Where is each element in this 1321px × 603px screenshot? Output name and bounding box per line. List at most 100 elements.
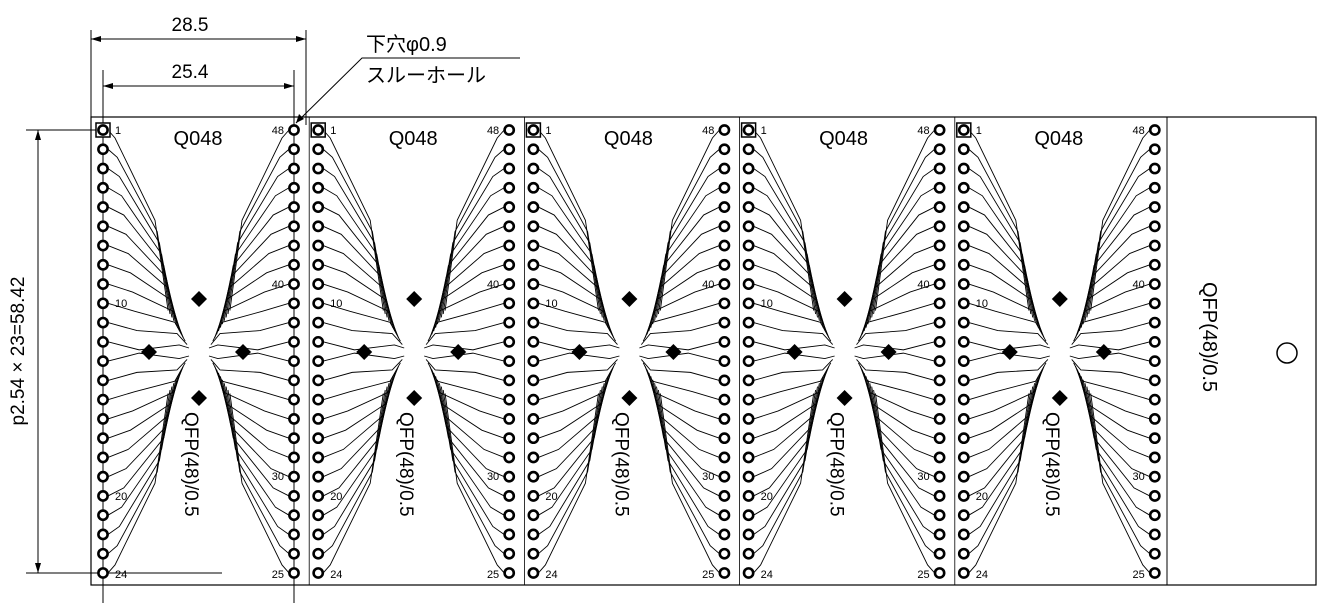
pin-label: 30 (487, 471, 499, 483)
trace (1069, 341, 1150, 351)
pin-label: 25 (272, 569, 284, 581)
trace (227, 148, 290, 315)
trace (229, 129, 290, 311)
pad (1148, 567, 1161, 579)
pin-label: 10 (976, 298, 988, 310)
pad (503, 201, 516, 213)
fiducial-mark (836, 291, 853, 307)
trace (968, 393, 1030, 574)
pad (742, 567, 755, 579)
pad (933, 355, 946, 368)
trace (646, 264, 720, 335)
trace (322, 386, 388, 535)
trace (753, 129, 815, 311)
trace (323, 376, 394, 478)
trace (857, 302, 935, 342)
trace (322, 379, 392, 497)
pad (312, 490, 325, 502)
pad (742, 393, 755, 406)
pad (312, 335, 325, 348)
pad (1148, 181, 1161, 194)
pin-label: 30 (702, 471, 714, 483)
pad (742, 451, 755, 464)
trace (856, 322, 935, 345)
trace (433, 372, 505, 458)
trace (968, 386, 1034, 535)
module-title: Q048 (1034, 128, 1083, 150)
pad (503, 393, 516, 406)
pin-label: 10 (761, 298, 773, 310)
trace (322, 168, 388, 318)
pad (527, 143, 540, 156)
fiducial-mark (406, 291, 423, 307)
trace (227, 389, 290, 555)
pad (933, 181, 946, 194)
pad (957, 162, 970, 175)
fiducial-mark (665, 344, 682, 360)
trace (753, 264, 828, 335)
pad (742, 181, 755, 194)
trace (538, 389, 601, 555)
trace (440, 386, 505, 535)
pad (933, 297, 946, 310)
pad (718, 509, 731, 522)
trace (225, 168, 290, 318)
module-title: Q048 (819, 128, 868, 150)
pad (288, 239, 300, 252)
pin-label: 30 (272, 471, 284, 483)
pin-label: 24 (761, 569, 773, 581)
pin-label: 30 (1133, 471, 1145, 483)
trace (425, 322, 505, 345)
trace (859, 283, 935, 338)
trace (538, 168, 603, 318)
pad (1148, 335, 1161, 348)
pad (1148, 258, 1161, 271)
trace (753, 389, 817, 555)
module-title: Q048 (604, 128, 653, 150)
pad (742, 470, 755, 483)
trace (229, 393, 290, 574)
trace (753, 352, 835, 362)
trace (216, 264, 290, 335)
trace (657, 148, 720, 315)
trace (107, 362, 186, 401)
pad (527, 547, 540, 560)
trace (639, 352, 720, 362)
pad (527, 490, 540, 502)
pad (97, 124, 109, 136)
pad (718, 201, 731, 213)
trace-group (322, 129, 505, 574)
trace (753, 302, 832, 342)
pad (527, 355, 540, 368)
fiducial-mark (571, 344, 588, 360)
pad (957, 355, 970, 368)
pad (527, 124, 540, 136)
pad (957, 567, 970, 579)
trace (107, 129, 169, 311)
trace (968, 168, 1034, 318)
trace (538, 129, 599, 311)
pad (957, 239, 970, 252)
pad (933, 162, 946, 175)
fiducial-mark (356, 344, 373, 360)
pad (503, 374, 516, 387)
pad (312, 124, 325, 136)
pad (1148, 239, 1161, 252)
trace (538, 379, 607, 497)
trace (1090, 393, 1151, 574)
pad (527, 162, 540, 175)
pad (288, 220, 300, 233)
pad (97, 220, 109, 233)
pad (312, 181, 325, 194)
trace (438, 383, 505, 516)
pad (503, 124, 516, 136)
pad (312, 432, 325, 445)
pin-label: 24 (545, 569, 557, 581)
pad (288, 528, 300, 541)
pad (933, 201, 946, 213)
trace (210, 322, 290, 345)
pad (288, 143, 300, 156)
trace (1080, 225, 1150, 328)
pad (312, 470, 325, 483)
pad (742, 239, 755, 252)
